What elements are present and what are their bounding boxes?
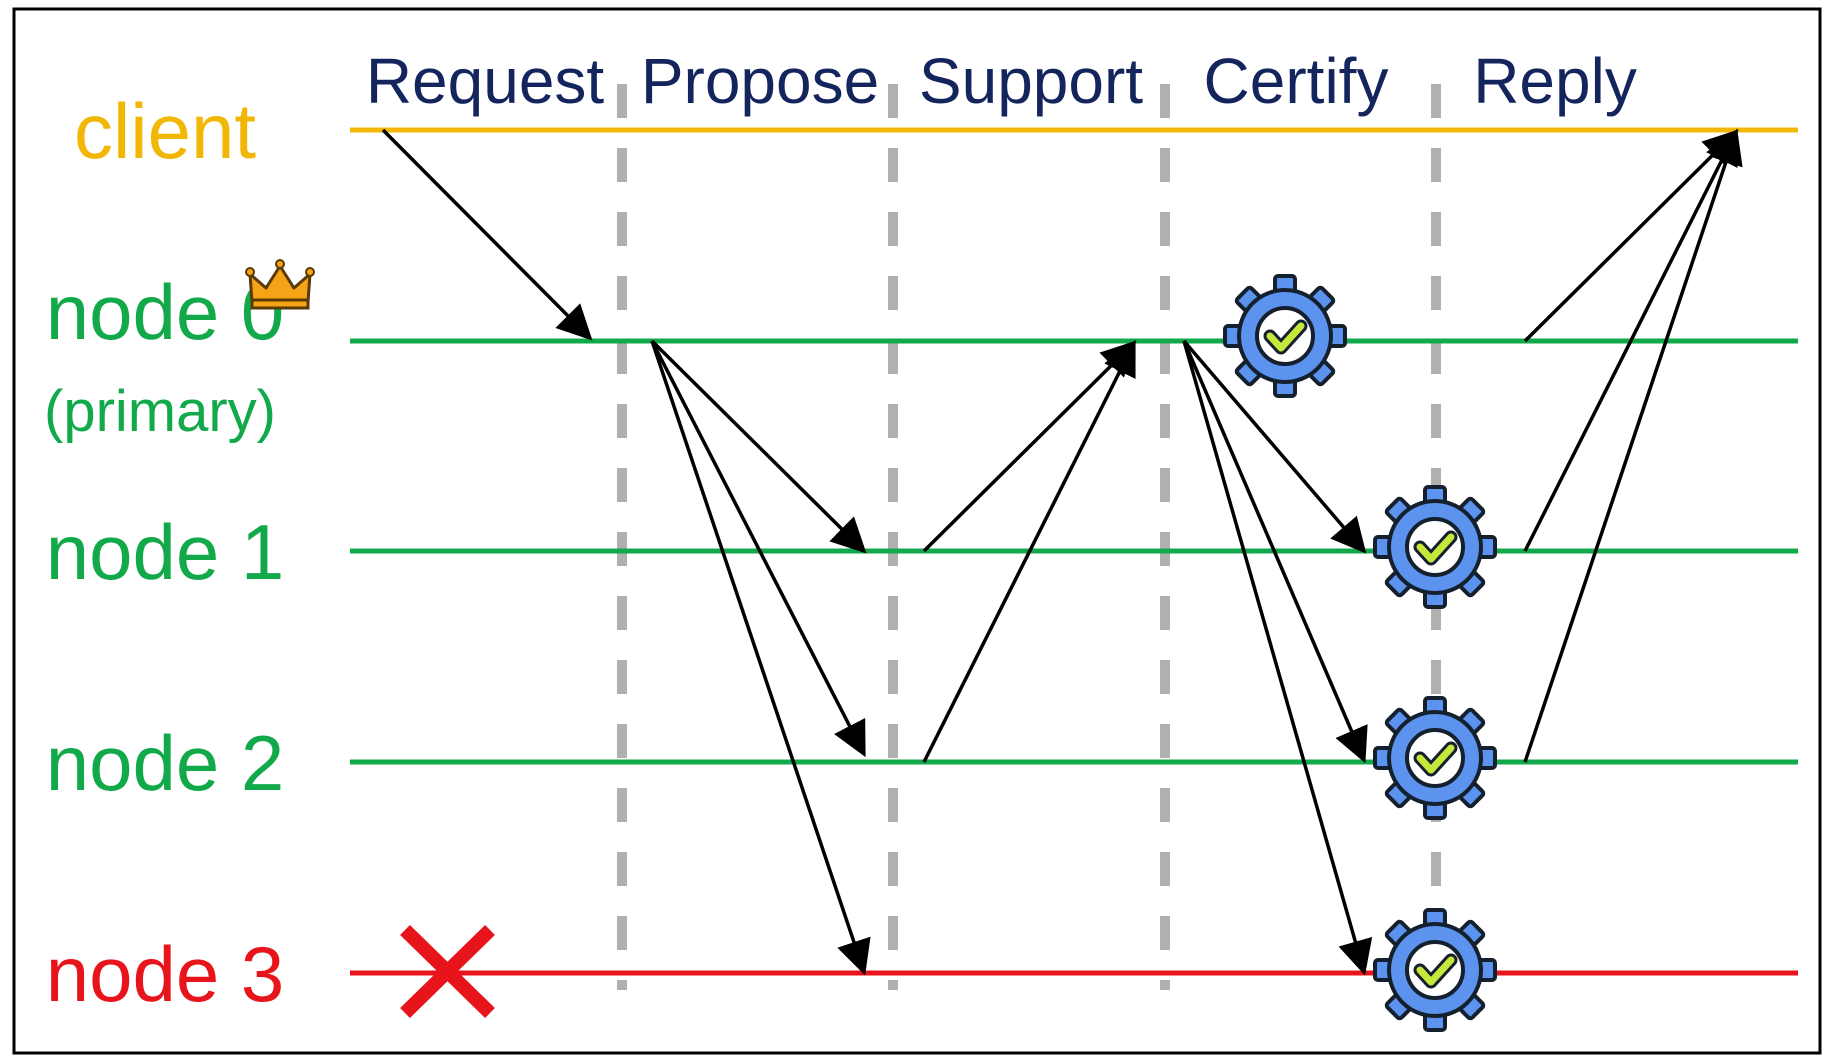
crown-icon	[245, 259, 315, 310]
phase-label-propose: Propose	[641, 45, 879, 117]
frame-border	[12, 7, 1822, 1055]
phase-label-certify: Certify	[1204, 45, 1389, 117]
certified-gears	[1223, 274, 1497, 1032]
gear-check-icon	[1373, 485, 1497, 609]
message-arrow	[381, 128, 593, 341]
red-x-icon	[400, 924, 495, 1019]
lane-label-node-0: node 0	[46, 268, 285, 356]
message-arrow	[650, 340, 866, 758]
message-arrow	[650, 339, 867, 554]
gear-check-icon	[1373, 696, 1497, 820]
message-arrow	[1523, 129, 1739, 343]
gear-check-icon	[1373, 908, 1497, 1032]
phase-label-support: Support	[919, 45, 1143, 117]
message-arrow	[1182, 340, 1368, 764]
lane-label-node-1: node 1	[46, 508, 285, 596]
message-arrow	[1182, 340, 1373, 976]
phase-label-request: Request	[366, 45, 605, 117]
lane-label-node-3: node 3	[46, 930, 285, 1018]
lane-sublabel-primary: (primary)	[44, 379, 276, 444]
message-arrow	[1523, 128, 1743, 763]
phase-label-reply: Reply	[1473, 45, 1637, 117]
lane-labels: client node 0 (primary) node 1 node 2 node 3	[44, 87, 284, 1018]
message-arrow	[922, 339, 1136, 763]
lane-label-node-2: node 2	[46, 719, 285, 807]
phase-labels: Request Propose Support Certify Reply	[366, 45, 1637, 117]
gear-check-icon	[1223, 274, 1347, 398]
message-arrow	[650, 340, 871, 976]
message-arrow	[1182, 339, 1367, 554]
message-arrow	[922, 340, 1137, 553]
phase-dividers	[617, 84, 1441, 990]
message-arrow	[1523, 128, 1738, 552]
lane-label-client: client	[74, 87, 256, 175]
lane-lines	[350, 127, 1798, 976]
message-arrows	[381, 128, 1743, 976]
